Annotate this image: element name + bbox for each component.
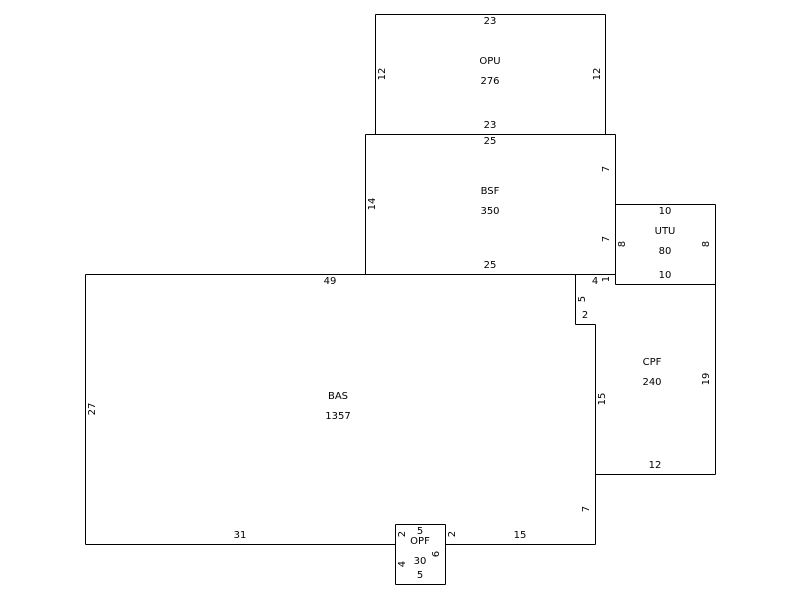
bsf-left-dimension: 14 [367, 198, 378, 211]
opf-outer-right-dimension: 2 [447, 531, 458, 537]
opu-area: OPU 276 23 23 12 12 [375, 14, 606, 135]
opu-bottom-dimension: 23 [484, 120, 497, 131]
bsf-area-value: 350 [480, 206, 499, 217]
opf-top-dimension: 5 [417, 526, 423, 537]
bas-bottom-left-dimension: 31 [234, 530, 247, 541]
utu-left-dimension: 8 [617, 241, 628, 247]
opu-right-dimension: 12 [592, 68, 603, 81]
bas-left-dimension: 27 [87, 403, 98, 416]
bas-bottom-right-dimension: 15 [514, 530, 527, 541]
bsf-label: BSF [481, 186, 500, 197]
bsf-right-lower-dimension: 7 [601, 236, 612, 242]
cpf-area: CPF 240 19 12 15 [595, 357, 716, 475]
cpf-right-dimension: 19 [701, 373, 712, 386]
opu-area-value: 276 [480, 76, 499, 87]
opf-area: OPF 30 5 5 2 4 6 2 [395, 524, 458, 585]
bas-top-dimension: 49 [324, 276, 337, 287]
opu-left-dimension: 12 [377, 68, 388, 81]
bsf-bottom-dimension: 25 [484, 260, 497, 271]
cpf-bottom-dimension: 12 [649, 460, 662, 471]
opf-label: OPF [410, 536, 430, 547]
cpf-left-dimension: 15 [597, 393, 608, 406]
utu-top-dimension: 10 [659, 206, 672, 217]
bas-label: BAS [328, 391, 348, 402]
opf-left-lower-dimension: 4 [397, 561, 408, 567]
bas-area-value: 1357 [325, 411, 350, 422]
utu-area: UTU 80 10 10 8 8 [615, 204, 716, 475]
opf-bottom-dimension: 5 [417, 570, 423, 581]
bas-step-vertical-dimension: 5 [577, 296, 588, 302]
utu-right-dimension: 8 [701, 241, 712, 247]
utu-area-value: 80 [659, 246, 672, 257]
utu-label: UTU [655, 226, 676, 237]
cpf-label: CPF [643, 357, 662, 368]
bsf-right-upper-dimension: 7 [601, 166, 612, 172]
bas-area: BAS 1357 49 27 31 15 7 4 1 5 2 [85, 274, 616, 545]
bsf-top-dimension: 25 [484, 136, 497, 147]
opu-top-dimension: 23 [484, 16, 497, 27]
bas-step-top-dimension: 4 [592, 276, 598, 287]
opf-left-upper-dimension: 2 [397, 531, 408, 537]
bas-right-lower-dimension: 7 [581, 506, 592, 512]
cpf-area-value: 240 [642, 377, 661, 388]
bas-step-horizontal-dimension: 2 [582, 310, 588, 321]
bsf-area: BSF 350 25 25 14 7 7 [365, 134, 616, 285]
opu-label: OPU [479, 56, 500, 67]
bas-step-one-dimension: 1 [601, 276, 612, 282]
utu-bottom-dimension: 10 [659, 270, 672, 281]
opf-right-dimension: 6 [431, 551, 442, 557]
opf-area-value: 30 [414, 556, 427, 567]
